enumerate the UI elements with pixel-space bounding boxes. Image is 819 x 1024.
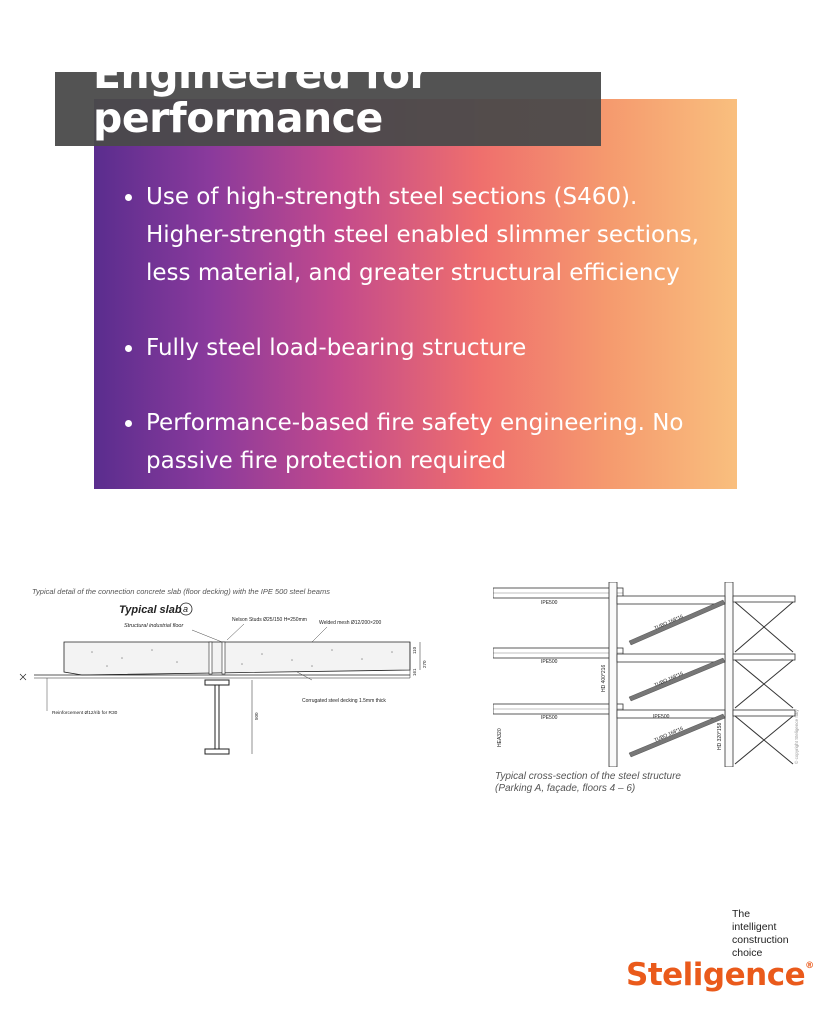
studs-label: Nelson Studs Ø25/150 H=250mm — [232, 617, 307, 623]
list-item: Performance-based fire safety engineerin… — [122, 404, 722, 480]
dim-161: 161 — [412, 668, 417, 676]
mesh-label: Welded mesh Ø12/200×200 — [319, 620, 382, 626]
dim-110: 110 — [412, 646, 417, 654]
concrete-slab — [63, 641, 411, 676]
diagonal-braces — [628, 599, 726, 758]
list-item: Use of high-strength steel sections (S46… — [122, 178, 722, 292]
column-label: HD 400*216 — [601, 665, 607, 692]
ipe-beam — [204, 679, 230, 755]
slab-marker-circle — [179, 602, 193, 616]
feature-list: Use of high-strength steel sections (S46… — [122, 178, 722, 517]
x-bracing — [734, 601, 794, 765]
column-label: HD 320*158 — [717, 723, 723, 750]
brand-logo: Steligence® — [626, 957, 814, 993]
title-line-1: Engineered for — [93, 50, 430, 98]
decking-label: Corrugated steel decking 1.5mm thick — [302, 698, 386, 704]
dim-270: 270 — [422, 660, 427, 668]
cross-section-caption: Typical cross-section of the steel struc… — [495, 771, 755, 795]
reinforcement-label: Reinforcement Ø12/rib for R30 — [52, 710, 118, 716]
gradient-panel — [94, 99, 737, 489]
tagline-line: choice — [732, 947, 763, 959]
tagline-line: The — [732, 908, 751, 920]
slab-caption: Typical detail of the connection concret… — [32, 587, 330, 596]
brand-name: Steligence — [626, 957, 806, 993]
cross-section-drawing: IPE500 IPE500 IPE500 IPE500 HEA320 HD 40… — [493, 582, 799, 767]
tagline-line: construction — [732, 934, 789, 946]
title-band — [55, 72, 601, 146]
floor-label: Structural industrial floor — [124, 623, 184, 629]
copyright-text: © copyright Steligence Italy — [793, 709, 799, 764]
slab-detail-drawing: Typical detail of the connection concret… — [12, 580, 482, 765]
beam-label: IPE500 — [653, 714, 670, 720]
slab-marker: a — [183, 604, 188, 614]
caption-line-2: (Parking A, façade, floors 4 – 6) — [495, 783, 636, 794]
beam-label: IPE500 — [541, 715, 558, 721]
list-item: Fully steel load-bearing structure — [122, 329, 722, 367]
dim-500: 500 — [254, 712, 259, 720]
column-label: HEA320 — [497, 728, 503, 747]
beam-label: IPE500 — [541, 600, 558, 606]
aggregate-dots — [91, 649, 393, 667]
caption-line-1: Typical cross-section of the steel struc… — [495, 771, 681, 782]
registered-mark: ® — [805, 961, 814, 971]
beam-label: IPE500 — [541, 659, 558, 665]
title-line-2: performance — [93, 94, 383, 142]
page-title: Engineered for performance — [93, 50, 430, 142]
brand-tagline: The intelligent construction choice — [732, 908, 812, 960]
tagline-line: intelligent — [732, 921, 777, 933]
slab-title: Typical slab — [119, 604, 182, 616]
